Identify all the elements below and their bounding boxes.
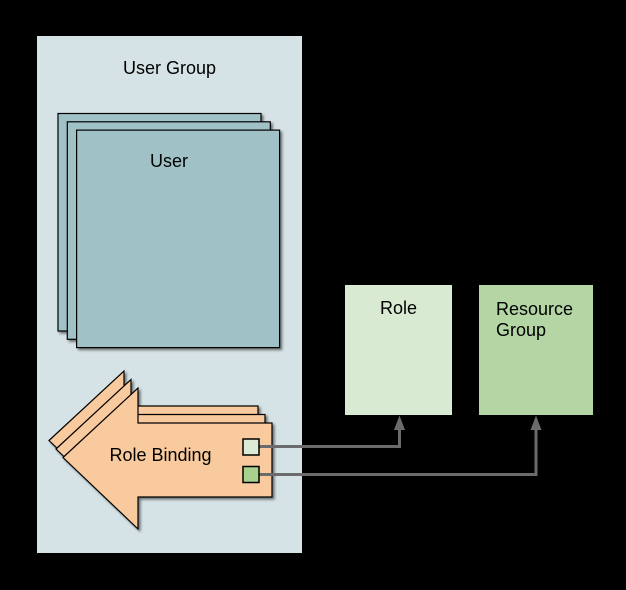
role-binding-label: Role Binding bbox=[109, 445, 212, 465]
role-binding-resource-port bbox=[242, 465, 260, 484]
user-group-title: User Group bbox=[122, 58, 217, 78]
role-binding-stack bbox=[48, 369, 273, 531]
role-box bbox=[345, 285, 452, 415]
connector-role-arrowhead-icon bbox=[394, 415, 405, 430]
user-label: User bbox=[149, 151, 188, 171]
resource-group-label: Resource Group bbox=[496, 299, 574, 340]
connector-role bbox=[258, 415, 405, 448]
role-binding-arrow-front bbox=[62, 386, 273, 531]
connector-resource-line bbox=[258, 429, 538, 476]
connector-resource-arrowhead-icon bbox=[530, 415, 542, 430]
connector-resource bbox=[258, 415, 542, 476]
resource-group-box bbox=[479, 285, 593, 415]
user-stack bbox=[57, 112, 281, 349]
connector-role-line bbox=[258, 429, 401, 448]
role-binding-role-port bbox=[242, 438, 260, 456]
role-label: Role bbox=[379, 298, 418, 318]
user-square-front bbox=[75, 129, 281, 349]
